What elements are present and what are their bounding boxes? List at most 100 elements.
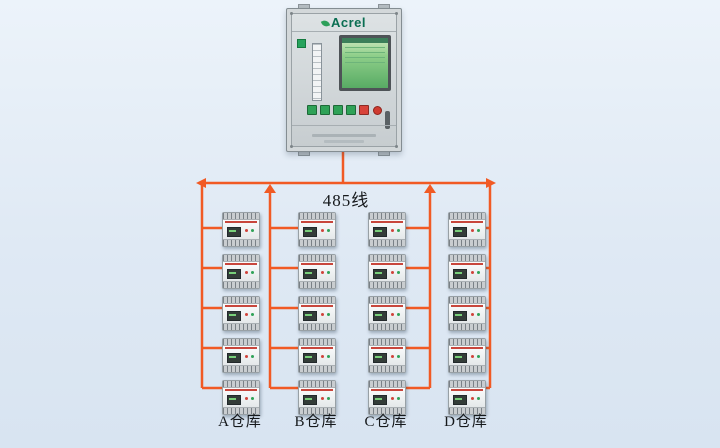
module-body [449, 388, 485, 407]
status-led-green [251, 313, 254, 316]
status-led-green [477, 397, 480, 400]
module-display [453, 353, 467, 363]
terminal-strip-bottom [369, 281, 405, 288]
status-led-green [251, 229, 254, 232]
door-handle[interactable] [385, 111, 390, 129]
terminal-strip-top [299, 213, 335, 220]
terminal-strip-top [299, 339, 335, 346]
status-led-red [471, 271, 474, 274]
module-display [227, 227, 241, 237]
module-display [373, 269, 387, 279]
meter-module [298, 212, 336, 247]
meter-module [368, 254, 406, 289]
status-led-red [471, 397, 474, 400]
module-body [449, 262, 485, 281]
module-body [223, 346, 259, 365]
terminal-strip-bottom [369, 323, 405, 330]
panel-seam [292, 125, 396, 126]
terminal-strip-top [449, 213, 485, 220]
module-accent-stripe [225, 263, 257, 265]
meter-module [448, 254, 486, 289]
module-display [303, 227, 317, 237]
terminal-strip-top [223, 213, 259, 220]
meter-module [298, 380, 336, 415]
module-column-b [298, 212, 336, 422]
terminal-strip-top [449, 381, 485, 388]
terminal-strip-bottom [449, 407, 485, 414]
module-display [373, 395, 387, 405]
terminal-strip-top [369, 381, 405, 388]
arrow-up-icon [424, 184, 436, 193]
status-led-green [327, 229, 330, 232]
module-display [303, 353, 317, 363]
meter-module [448, 212, 486, 247]
meter-module [222, 338, 260, 373]
module-display [303, 269, 317, 279]
module-accent-stripe [371, 389, 403, 391]
monitoring-cabinet: Acrel [286, 8, 402, 152]
status-led-green [477, 229, 480, 232]
terminal-strip-bottom [299, 407, 335, 414]
cabinet-button[interactable] [359, 105, 369, 115]
status-led-green [397, 271, 400, 274]
screw-icon [290, 145, 293, 148]
module-body [299, 220, 335, 239]
status-led-green [327, 313, 330, 316]
status-led-red [245, 313, 248, 316]
module-column-d [448, 212, 486, 422]
module-body [449, 304, 485, 323]
terminal-strip-top [449, 339, 485, 346]
status-led-green [327, 355, 330, 358]
cabinet-button[interactable] [333, 105, 343, 115]
alarm-led [373, 106, 382, 115]
module-body [369, 388, 405, 407]
terminal-strip-top [299, 381, 335, 388]
screw-icon [395, 145, 398, 148]
terminal-strip-top [449, 297, 485, 304]
module-accent-stripe [301, 305, 333, 307]
status-led-green [397, 313, 400, 316]
terminal-strip-top [223, 255, 259, 262]
status-led-green [397, 355, 400, 358]
status-led-red [245, 355, 248, 358]
meter-module [298, 338, 336, 373]
module-column-c [368, 212, 406, 422]
module-display [227, 353, 241, 363]
module-display [453, 269, 467, 279]
status-led-green [477, 355, 480, 358]
meter-module [448, 380, 486, 415]
module-body [223, 220, 259, 239]
meter-module [448, 296, 486, 331]
terminal-strip-bottom [449, 239, 485, 246]
meter-module [368, 212, 406, 247]
status-led-green [477, 271, 480, 274]
meter-module [368, 338, 406, 373]
bus-label-485: 485线 [322, 191, 370, 210]
module-accent-stripe [225, 221, 257, 223]
terminal-strip-top [299, 255, 335, 262]
terminal-strip-bottom [299, 281, 335, 288]
cabinet-button[interactable] [346, 105, 356, 115]
cabinet-button[interactable] [320, 105, 330, 115]
module-body [299, 346, 335, 365]
cabinet-button[interactable] [307, 105, 317, 115]
level-gauge [312, 43, 322, 101]
terminal-strip-top [449, 255, 485, 262]
terminal-strip-top [369, 339, 405, 346]
module-accent-stripe [451, 305, 483, 307]
module-accent-stripe [451, 347, 483, 349]
module-body [223, 262, 259, 281]
module-accent-stripe [451, 221, 483, 223]
status-led-red [471, 355, 474, 358]
terminal-strip-top [369, 255, 405, 262]
status-led-red [391, 313, 394, 316]
module-display [303, 311, 317, 321]
status-led-green [327, 271, 330, 274]
panel-seam [292, 31, 396, 32]
module-body [369, 262, 405, 281]
meter-module [222, 296, 260, 331]
warehouse-label-d: D仓库 [444, 414, 488, 430]
brand-text: Acrel [330, 15, 367, 30]
status-led-green [327, 397, 330, 400]
status-led-red [321, 313, 324, 316]
